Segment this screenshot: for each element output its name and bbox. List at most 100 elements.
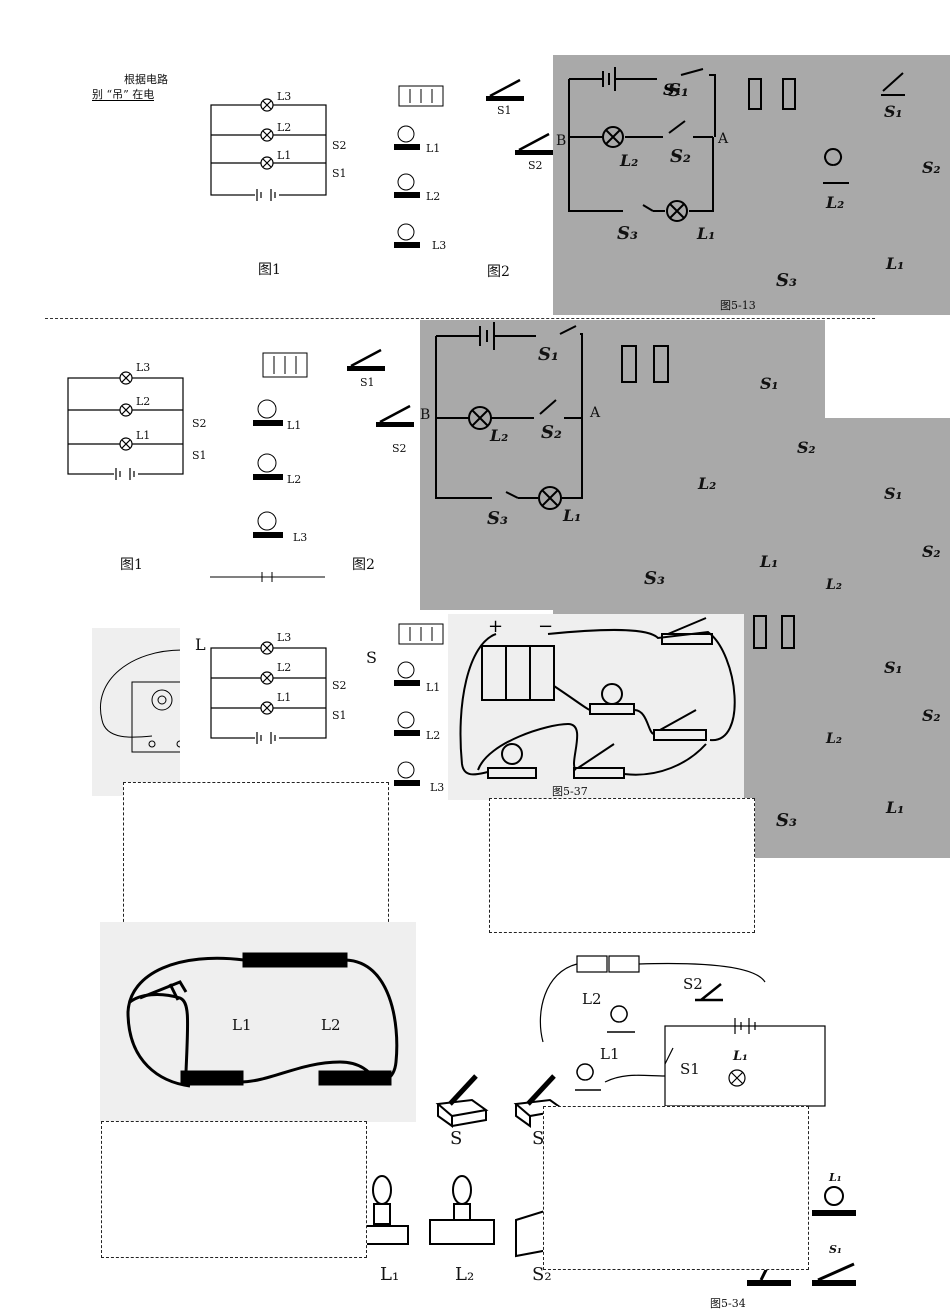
bottom-row-l1: L₁ xyxy=(380,1264,400,1285)
fig-5-13-label-top: 图5-13 xyxy=(720,299,756,312)
bulb-l2-label: L2 xyxy=(426,190,441,203)
small-bulb-l1 xyxy=(812,1186,856,1216)
bottom-right-l1: L1 xyxy=(600,1045,620,1063)
comp-s3-mid: S₃ xyxy=(644,568,665,589)
answer-box-2[interactable] xyxy=(489,798,755,933)
comp-s1-mid: S₁ xyxy=(760,374,779,393)
svg-text:+: + xyxy=(488,616,503,637)
hand-l1-top: L₁ xyxy=(697,224,716,243)
hand-s3-top: S₃ xyxy=(617,223,638,244)
battery-icon xyxy=(398,85,444,107)
fig2-label-top: 图2 xyxy=(487,264,510,280)
switch-s1-label-mid: S1 xyxy=(360,376,375,389)
fig-5-34-label: 图5-34 xyxy=(710,1297,746,1310)
bulb-l2-icon xyxy=(394,173,420,198)
bulb-l3-label-low: L3 xyxy=(430,781,445,794)
lamp-label-l1-mid: L1 xyxy=(136,429,151,442)
switch-s2-label: S2 xyxy=(528,159,543,172)
hand-l2-mid: L₂ xyxy=(490,426,509,445)
switch-s1-icon xyxy=(486,78,524,101)
comp-s3-right2: S₃ xyxy=(776,810,797,831)
bulb-3d-l2 xyxy=(429,1175,495,1245)
hand-l2-top: L₂ xyxy=(620,151,639,170)
comp-s3-top: S₃ xyxy=(776,270,797,291)
switch-s2-icon xyxy=(515,132,553,155)
hand-s2-top: S₂ xyxy=(670,146,691,167)
bulb-l3-icon-low xyxy=(394,761,420,786)
answer-box-3[interactable] xyxy=(101,1121,367,1258)
lamp-label-l1-low: L1 xyxy=(277,691,292,704)
switch-label-s2-low: S2 xyxy=(332,679,347,692)
cells-icon-lower xyxy=(753,615,795,649)
bulb-l1-label-mid: L1 xyxy=(287,419,302,432)
answer-box-1[interactable] xyxy=(123,782,389,932)
figure1-schematic-top xyxy=(210,98,327,201)
switch-label-s2-mid: S2 xyxy=(192,417,207,430)
battery-icon-low xyxy=(398,623,444,645)
fig-5-37-label: 图5-37 xyxy=(552,785,588,798)
svg-text:S₁: S₁ xyxy=(663,80,682,99)
hand-s1-top: S₁ xyxy=(668,80,689,101)
bulb-l1-icon-low xyxy=(394,661,420,686)
comp-l1-right2: L₁ xyxy=(886,798,905,817)
bulb-l3-icon xyxy=(394,223,420,248)
lamp-label-l3-mid: L3 xyxy=(136,361,151,374)
small-switch-s1 xyxy=(812,1262,856,1286)
bulb-l2-icon-low xyxy=(394,711,420,736)
bulb-l2-label-mid: L2 xyxy=(287,473,302,486)
lamp-label-l2-mid: L2 xyxy=(136,395,151,408)
cells-icon-mid xyxy=(621,345,669,383)
switch-label-s1-low: S1 xyxy=(332,709,347,722)
lamp-label-l3-low: L3 xyxy=(277,631,292,644)
answer-box-4[interactable] xyxy=(543,1106,809,1270)
bottom-left-wiring xyxy=(126,952,399,1088)
svg-text:−: − xyxy=(538,616,553,637)
small-switch-s1-label: S₁ xyxy=(829,1243,842,1256)
comp-s2-top: S₂ xyxy=(922,158,941,177)
node-b-mid: B xyxy=(420,407,431,423)
comp-l1-top: L₁ xyxy=(886,254,905,273)
switch-s1-label: S1 xyxy=(497,104,512,117)
bottom-right-l2: L2 xyxy=(582,990,602,1008)
switch-3d-s xyxy=(435,1074,489,1128)
battery-icon-mid xyxy=(262,352,308,378)
hand-s2-mid: S₂ xyxy=(541,422,562,443)
comp-s1-top: S₁ xyxy=(884,102,903,121)
bulb-l2-icon-mid xyxy=(253,453,283,480)
hand-s3-mid: S₃ xyxy=(487,508,508,529)
bulb-l1-label-low: L1 xyxy=(426,681,441,694)
bottom-row-s2: S₂ xyxy=(532,1264,552,1285)
bulb-l1-icon xyxy=(394,125,420,150)
node-b-top: B xyxy=(556,133,567,149)
switch-s2-label-mid: S2 xyxy=(392,442,407,455)
bottom-left-l2: L2 xyxy=(321,1016,341,1034)
comp-l1-mid: L₁ xyxy=(760,552,779,571)
lamp-label-l1: L1 xyxy=(277,149,292,162)
bottom-row-s: S xyxy=(450,1128,463,1149)
bulb-l3-label-mid: L3 xyxy=(293,531,308,544)
switch-s2-icon-mid xyxy=(376,404,414,427)
figure1-schematic-middle xyxy=(67,371,184,480)
switch-s1-icon-mid xyxy=(347,348,385,371)
comp-l2-right: L₂ xyxy=(826,577,842,593)
fig2-label-mid: 图2 xyxy=(352,557,375,573)
figure-5-37-wiring: +− xyxy=(459,616,736,779)
comp-l2-mid: L₂ xyxy=(698,474,717,493)
hand-l1-mid: L₁ xyxy=(563,506,582,525)
small-bulb-l1-label: L₁ xyxy=(829,1171,842,1184)
node-a-mid: A xyxy=(590,405,601,421)
switch-label-s1-mid: S1 xyxy=(192,449,207,462)
bulb-l3-icon-mid xyxy=(253,511,283,538)
side-label-s: S xyxy=(366,648,377,667)
comp-s1-right: S₁ xyxy=(884,484,903,503)
bottom-right-l1-hand: L₁ xyxy=(733,1049,748,1064)
bottom-right-s1: S1 xyxy=(680,1060,700,1078)
section-divider xyxy=(45,318,875,319)
comp-l2-top: L₂ xyxy=(826,193,845,212)
comp-s2-right2: S₂ xyxy=(922,706,941,725)
bottom-left-l1: L1 xyxy=(232,1016,252,1034)
battery-line-fragment xyxy=(210,572,325,582)
fig1-label-top: 图1 xyxy=(258,262,281,278)
bulb-l2-label-low: L2 xyxy=(426,729,441,742)
switch-label-s2: S2 xyxy=(332,139,347,152)
